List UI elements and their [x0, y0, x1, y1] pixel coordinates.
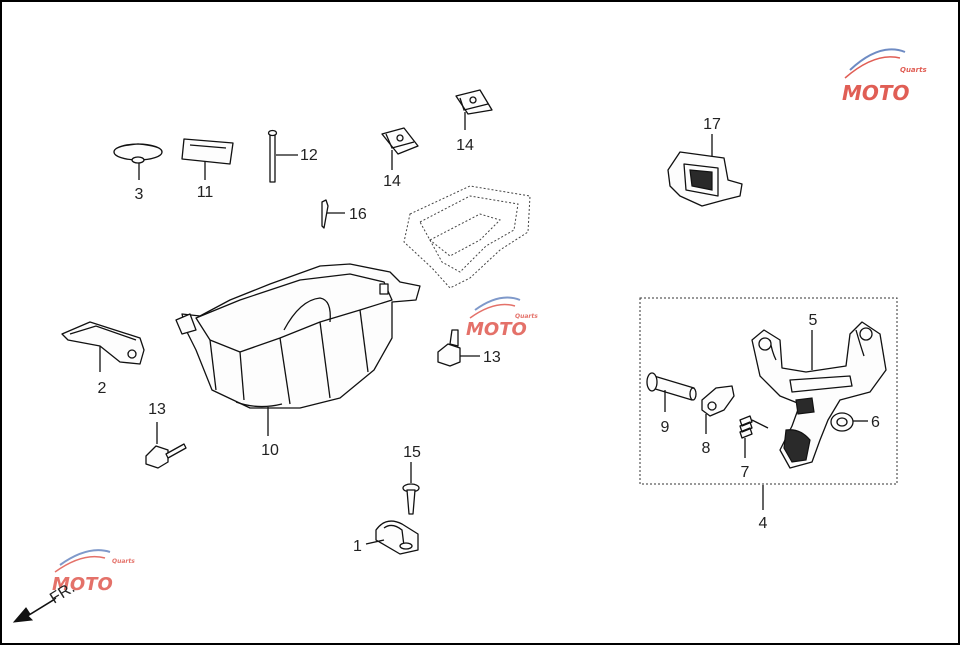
svg-text:MOTO: MOTO [842, 81, 910, 105]
part-17-holder [667, 134, 743, 207]
part-14b-clip-nut [455, 89, 493, 130]
part-7-spring [739, 415, 769, 458]
callout-16: 16 [349, 206, 367, 223]
part-12-pin [267, 129, 298, 183]
part-13a-bolt [145, 422, 187, 469]
callout-14a: 14 [383, 173, 401, 190]
part-8-stopper [701, 385, 735, 434]
part-11-plate [181, 138, 234, 180]
callout-11: 11 [197, 184, 214, 201]
callout-5: 5 [809, 312, 818, 329]
callout-2: 2 [98, 380, 107, 397]
callout-13b: 13 [483, 349, 501, 366]
part-14a-clip-nut [381, 127, 419, 170]
part-10-helmet-box [175, 263, 421, 436]
callout-8: 8 [702, 440, 711, 457]
part-6-washer [830, 412, 868, 432]
watermark-logo-top-right: MOTO Quarts [842, 48, 927, 105]
part-16-screw [321, 199, 345, 229]
part-2-bracket [61, 321, 145, 372]
svg-text:Quarts: Quarts [112, 558, 135, 565]
reference-frame-dotted [403, 185, 531, 289]
part-5-stand-bracket [751, 321, 887, 469]
callout-10: 10 [261, 442, 279, 459]
part-9-pin [646, 372, 697, 412]
assembly-box-4 [639, 297, 898, 485]
callout-1: 1 [353, 538, 362, 555]
callout-4: 4 [759, 515, 768, 532]
svg-text:Quarts: Quarts [515, 313, 538, 320]
watermark-logo-bottom-left: MOTO Quarts [52, 549, 135, 595]
part-13b-bolt [437, 329, 480, 367]
callout-3: 3 [135, 186, 144, 203]
callout-12: 12 [300, 147, 318, 164]
part-15-screw [402, 462, 420, 515]
svg-text:Quarts: Quarts [900, 66, 927, 74]
callout-13a: 13 [148, 401, 166, 418]
part-1-clamp [365, 520, 419, 555]
part-3-cap [113, 143, 163, 180]
svg-text:MOTO: MOTO [466, 319, 527, 340]
callout-9: 9 [661, 419, 670, 436]
arrow-left-down-icon [12, 597, 57, 623]
callout-7: 7 [741, 464, 750, 481]
svg-text:MOTO: MOTO [52, 574, 113, 595]
watermark-logo-center: MOTO Quarts [466, 296, 538, 340]
callout-6: 6 [871, 414, 880, 431]
callout-17: 17 [703, 116, 721, 133]
callout-14b: 14 [456, 137, 474, 154]
front-direction-indicator: FR. [12, 579, 78, 623]
callout-15: 15 [403, 444, 421, 461]
